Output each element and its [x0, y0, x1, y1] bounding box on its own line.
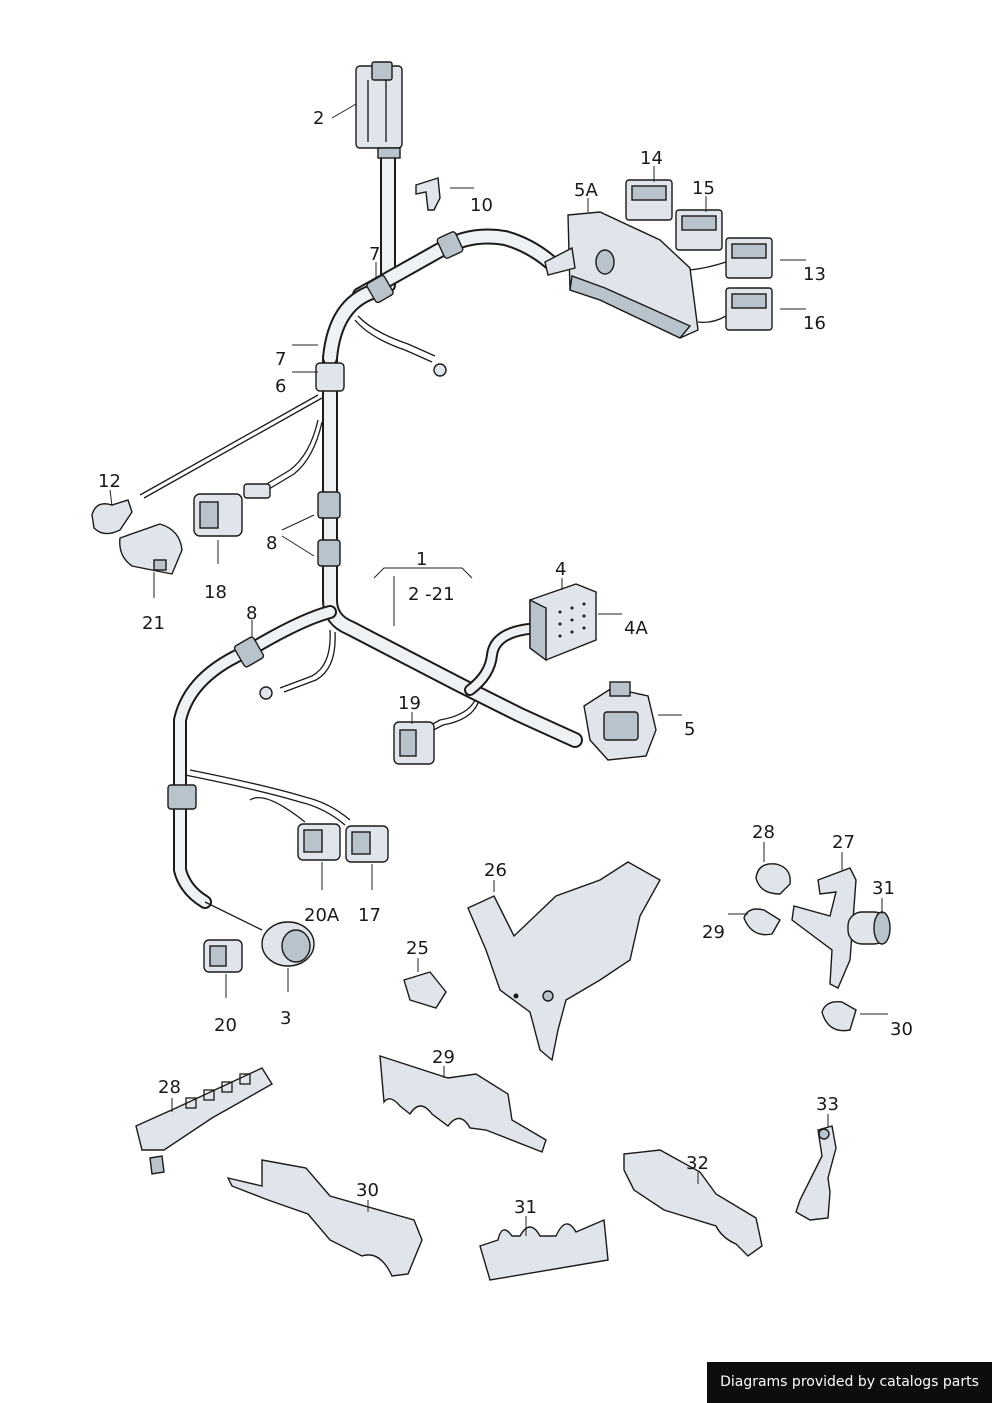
connector-18	[193, 483, 271, 537]
label-17[interactable]: 17	[358, 905, 381, 926]
cover-32	[623, 1149, 763, 1257]
connector-17	[345, 825, 389, 863]
credit-banner: Diagrams provided by catalogs parts	[707, 1362, 992, 1403]
label-8-center[interactable]: 8	[246, 603, 257, 624]
label-33[interactable]: 33	[816, 1094, 839, 1115]
bracket-10	[415, 177, 441, 211]
label-10[interactable]: 10	[470, 195, 493, 216]
connector-2	[355, 61, 403, 159]
clamp-28-small	[755, 863, 791, 895]
label-5A[interactable]: 5A	[574, 180, 598, 201]
label-31-cover[interactable]: 31	[514, 1197, 537, 1218]
clip-25	[403, 971, 447, 1009]
connector-5	[583, 681, 657, 761]
label-30-small[interactable]: 30	[890, 1019, 913, 1040]
label-29-small[interactable]: 29	[702, 922, 725, 943]
label-27[interactable]: 27	[832, 832, 855, 853]
label-6[interactable]: 6	[275, 376, 286, 397]
control-module-5A	[544, 211, 699, 339]
label-7-lower[interactable]: 7	[275, 349, 286, 370]
label-4[interactable]: 4	[555, 559, 566, 580]
label-31-sensor[interactable]: 31	[872, 878, 895, 899]
connector-14	[625, 179, 673, 221]
bracket-27	[791, 867, 857, 989]
label-20[interactable]: 20	[214, 1015, 237, 1036]
label-4A[interactable]: 4A	[624, 618, 648, 639]
label-28-small[interactable]: 28	[752, 822, 775, 843]
label-29-holder[interactable]: 29	[432, 1047, 455, 1068]
sensor-31	[847, 911, 891, 945]
connector-15	[675, 209, 723, 251]
label-21[interactable]: 21	[142, 613, 165, 634]
connector-12	[91, 499, 133, 535]
leader-lines	[109, 103, 888, 1236]
clamp-30-small	[821, 1001, 857, 1032]
label-2-21[interactable]: 2 -21	[408, 584, 455, 605]
label-30-cover[interactable]: 30	[356, 1180, 379, 1201]
module-4	[529, 583, 597, 662]
label-32[interactable]: 32	[686, 1153, 709, 1174]
label-1[interactable]: 1	[416, 549, 427, 570]
label-18[interactable]: 18	[204, 582, 227, 603]
bracket-33	[795, 1125, 837, 1221]
label-12[interactable]: 12	[98, 471, 121, 492]
label-28-holder[interactable]: 28	[158, 1077, 181, 1098]
holder-29	[379, 1055, 547, 1153]
connector-21	[119, 523, 183, 575]
connector-3	[204, 901, 315, 967]
cover-30	[226, 1159, 423, 1277]
label-8-left[interactable]: 8	[266, 533, 277, 554]
bracket-26	[467, 861, 661, 1062]
label-15[interactable]: 15	[692, 178, 715, 199]
label-16[interactable]: 16	[803, 313, 826, 334]
label-20A[interactable]: 20A	[304, 905, 340, 926]
label-14[interactable]: 14	[640, 148, 663, 169]
label-25[interactable]: 25	[406, 938, 429, 959]
label-2[interactable]: 2	[313, 108, 324, 129]
credit-text: Diagrams provided by catalogs parts	[720, 1374, 979, 1390]
label-7-upper[interactable]: 7	[369, 244, 380, 265]
label-5[interactable]: 5	[684, 719, 695, 740]
label-19[interactable]: 19	[398, 693, 421, 714]
clamp-29-small	[743, 908, 781, 936]
connector-20	[203, 939, 243, 973]
label-26[interactable]: 26	[484, 860, 507, 881]
connector-13	[689, 237, 773, 279]
connector-19	[393, 721, 435, 765]
holder-28	[135, 1067, 273, 1175]
cover-31	[479, 1218, 609, 1281]
connector-16	[697, 287, 773, 331]
label-13[interactable]: 13	[803, 264, 826, 285]
wire-harness	[139, 137, 583, 909]
label-3[interactable]: 3	[280, 1008, 291, 1029]
connector-20A	[297, 823, 341, 861]
part-labels: 2 10 7 7 6 14 15 5A 13 16 12 21 18 8 1 2…	[98, 108, 913, 1218]
